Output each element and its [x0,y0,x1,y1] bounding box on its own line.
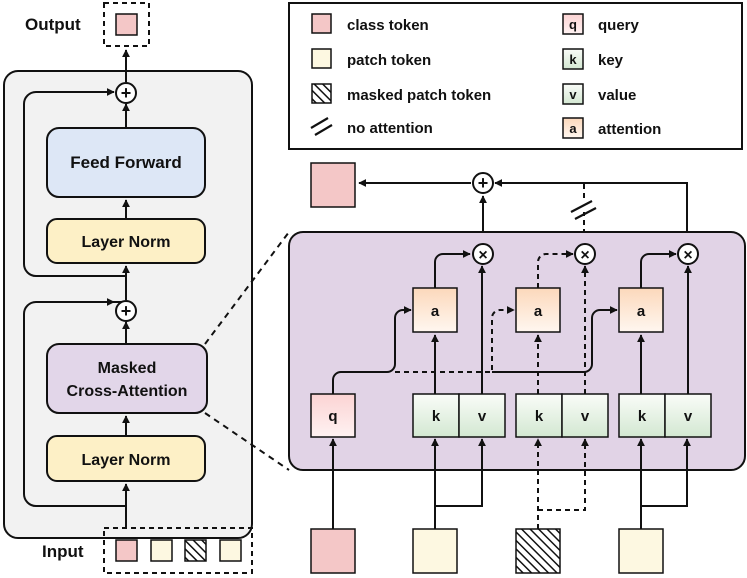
value-cell-2 [561,393,609,438]
masked-cross-attention-label-line1: Masked [98,360,157,377]
attention-cell-1 [412,287,458,333]
key-cell-3-label: k [638,408,647,425]
query-to-attn2-arrow [395,306,515,373]
mult2-blocked-line-b [496,182,585,198]
legend-value-key: v [569,87,577,102]
layer-norm-top-label: Layer Norm [82,234,171,251]
zoom-connector-bottom [204,412,290,471]
add-node-lower [115,300,137,322]
detail-output-class-token [310,162,356,208]
legend-no-attention-icon-b [314,124,333,136]
legend-patch-token-swatch [311,48,332,69]
attn2-to-mult2-arrow [537,250,574,288]
value-cell-2-label: v [581,408,590,425]
value-cell-1-label: v [478,408,487,425]
attention-cell-2 [515,287,561,333]
attention-cell-1-label: a [431,303,440,320]
add-node-lower-symbol: + [121,301,132,321]
add-node-upper-symbol: + [121,83,132,103]
legend-query-label: query [598,17,640,34]
legend-query-swatch [562,13,584,35]
detail-input-patch-token-1 [412,528,458,574]
layer-norm-bottom-box [46,435,206,482]
legend-frame [288,2,743,150]
key-cell-1 [412,393,460,438]
legend-key-label: key [598,52,624,69]
legend-attention-key: a [569,121,577,136]
query-to-attn1-arrow [332,306,412,394]
multiply-node-3 [677,243,699,265]
multiply-node-2-symbol: × [580,247,589,264]
input-patch-token-1 [150,539,173,562]
zoom-connector-top [204,231,290,345]
legend-patch-token-label: patch token [347,52,431,69]
residual-connection-lower [23,301,126,507]
legend-no-attention-label: no attention [347,120,433,137]
input-class-token [115,539,138,562]
legend-attention-label: attention [598,121,661,138]
patch1-to-value-arrow [435,438,486,507]
output-label: Output [25,15,81,34]
query-to-attn3-arrow [492,306,618,373]
legend-no-attention-icon-a [310,117,329,129]
value-cell-3-label: v [684,408,693,425]
input-group: Input [42,527,253,574]
detail-input-class-token [310,528,356,574]
layer-norm-bottom-label: Layer Norm [82,452,171,469]
attention-cell-2-label: a [534,303,543,320]
multiply-node-2 [574,243,596,265]
legend-attention-swatch [562,117,584,139]
legend-masked-patch-swatch [311,83,332,104]
input-masked-patch-token [184,539,207,562]
legend-masked-patch-label: masked patch token [347,87,491,104]
output-group: Output [25,2,150,47]
input-patch-token-2 [219,539,242,562]
residual-connection-upper [23,88,126,277]
multiply-node-3-symbol: × [683,247,692,264]
attention-detail: + q k v k v k v [288,162,746,574]
masked-cross-attention-box [46,343,208,414]
detail-input-patch-token-2 [618,528,664,574]
attn3-to-mult3-arrow [640,250,677,288]
legend-value-label: value [598,87,636,104]
output-class-token [115,13,138,36]
add-node-upper [115,82,137,104]
multiply-node-1-symbol: × [478,247,487,264]
legend-key-swatch [562,48,584,70]
masked-to-value-arrow [538,438,589,511]
legend-key-key: k [569,52,577,67]
legend-class-token-swatch [311,13,332,34]
key-cell-3 [618,393,666,438]
patch2-to-value-arrow [641,438,691,507]
no-attention-mark-a [570,200,593,213]
legend-class-token-label: class token [347,17,429,34]
feed-forward-label: Feed Forward [70,153,181,172]
sum-node-symbol: + [478,173,489,193]
attn1-to-mult1-arrow [434,250,471,288]
query-cell-label: q [328,408,337,425]
layer-norm-top-box [46,218,206,264]
transformer-block: Feed Forward Layer Norm Masked Cross-Att… [3,49,253,539]
attention-cell-3-label: a [637,303,646,320]
value-cell-1 [458,393,506,438]
key-cell-2-label: k [535,408,544,425]
legend-value-swatch [562,83,584,105]
query-cell [310,393,356,438]
feed-forward-box [46,127,206,198]
legend: class token patch token masked patch tok… [288,2,743,150]
legend-query-key: q [569,17,577,32]
sum-node [472,172,494,194]
key-cell-1-label: k [432,408,441,425]
input-label: Input [42,542,84,561]
detail-input-masked-patch-token [515,528,561,574]
no-attention-mark-b [574,207,597,220]
output-dashed-frame [103,2,150,47]
input-dashed-frame [103,527,253,574]
multiply-node-1 [472,243,494,265]
masked-cross-attention-label-line2: Cross-Attention [67,383,188,400]
